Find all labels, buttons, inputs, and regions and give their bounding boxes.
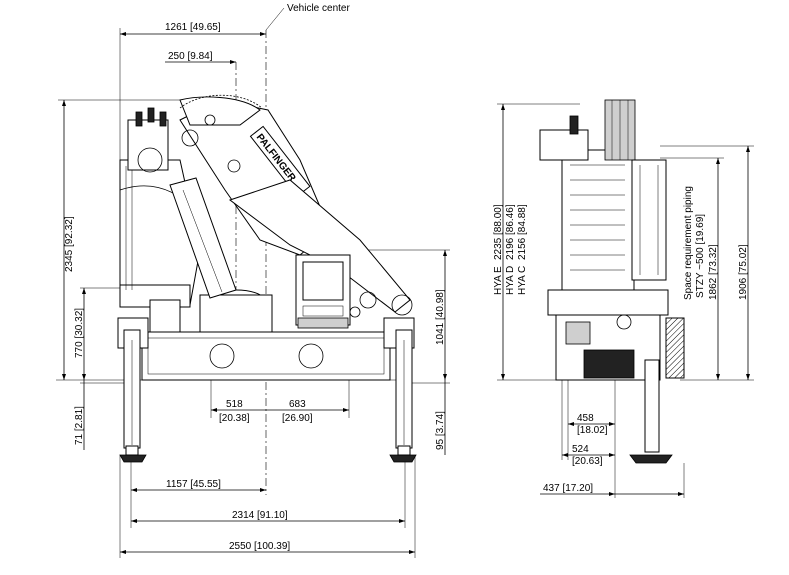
dim-1862: 1862 [73.32] <box>708 244 719 300</box>
dim-437: 437 [17.20] <box>543 483 593 494</box>
hya-c-label: HYA C <box>517 266 528 295</box>
frame-hole-right <box>298 343 324 369</box>
space-req-value: STZY ~500 [19.69] <box>695 214 706 298</box>
dim-1261: 1261 [49.65] <box>165 22 221 33</box>
dim-250: 250 [9.84] <box>168 51 213 62</box>
hya-c-value: 2156 [84.88] <box>517 204 528 260</box>
dim-770: 770 [30.32] <box>74 308 85 358</box>
dim-2550: 2550 [100.39] <box>229 541 290 552</box>
side-base <box>547 289 669 316</box>
knuckle-boom <box>228 179 411 313</box>
side-view: HYA E 2235 [88.00] HYA D 2196 [86.46] HY… <box>493 99 754 498</box>
dim-1041: 1041 [40.98] <box>435 289 446 345</box>
callout-leader <box>265 7 285 31</box>
dim-2345: 2345 [92.32] <box>64 216 75 272</box>
dim-458-inch: [18.02] <box>577 425 608 436</box>
hya-d-value: 2196 [86.46] <box>505 204 516 260</box>
height-table: HYA E 2235 [88.00] HYA D 2196 [86.46] HY… <box>493 204 528 295</box>
side-rungs <box>570 164 625 271</box>
dim-518-value: 518 <box>226 399 243 410</box>
control-valves <box>119 107 186 201</box>
hya-d-label: HYA D <box>505 266 516 295</box>
dim-524-inch: [20.63] <box>572 456 603 467</box>
boom-gear <box>179 94 263 109</box>
dim-71: 71 [2.81] <box>74 406 85 445</box>
foot-plate-right <box>389 454 417 463</box>
front-view: Vehicle center 1261 [49.65] 250 [9.84] 2… <box>56 3 450 558</box>
dim-458-value: 458 <box>577 413 594 424</box>
frame-hole-left <box>209 343 235 369</box>
hatched-block <box>665 317 685 379</box>
base-frame <box>141 331 391 381</box>
side-column <box>561 149 635 296</box>
vehicle-center-label: Vehicle center <box>287 3 350 14</box>
dim-2314: 2314 [91.10] <box>232 510 288 521</box>
hya-e-value: 2235 [88.00] <box>493 204 504 260</box>
hya-e-label: HYA E <box>493 266 504 295</box>
dim-1906: 1906 [75.02] <box>738 244 749 300</box>
dim-1157: 1157 [45.55] <box>166 479 221 490</box>
dim-683-value: 683 <box>289 399 306 410</box>
dim-524-value: 524 <box>572 444 589 455</box>
dim-95: 95 [3.74] <box>435 411 446 450</box>
dim-683-inch: [26.90] <box>282 413 313 424</box>
side-foot-plate <box>629 454 673 464</box>
space-req-title: Space requirement piping <box>683 186 694 300</box>
foot-plate-left <box>119 454 147 463</box>
main-cylinder <box>169 177 237 299</box>
dim-518-inch: [20.38] <box>219 413 250 424</box>
side-outrigger-leg <box>644 359 660 453</box>
